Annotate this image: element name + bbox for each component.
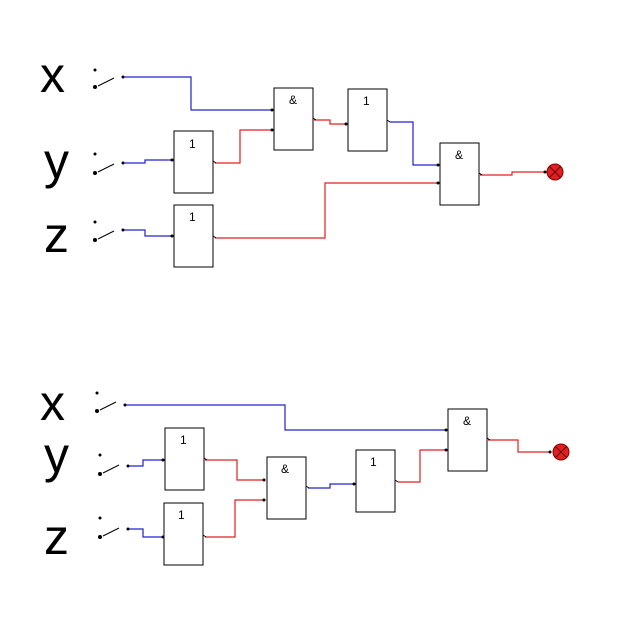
wire-and1-to-not2	[314, 119, 346, 125]
gate-symbol: 1	[180, 433, 187, 447]
wire-noty-to-and1	[215, 129, 272, 164]
switch-x[interactable]	[95, 391, 127, 414]
circuit-bottom: x y z	[40, 375, 570, 566]
gate-symbol: 1	[370, 455, 377, 469]
input-label-y: y	[44, 133, 69, 189]
inversion-markers	[161, 428, 491, 539]
gate-symbol: &	[455, 148, 463, 162]
and-gate-1	[266, 456, 307, 520]
gate-symbol: 1	[178, 508, 185, 522]
wire-andout-to-lamp	[480, 171, 545, 176]
gate-symbol: &	[281, 462, 289, 476]
wire-andout-to-lamp	[488, 439, 550, 453]
wire-y-to-not	[124, 159, 172, 164]
wire-z-to-not	[124, 229, 172, 237]
wire-not2-to-andout	[398, 449, 446, 483]
wire-not2-to-andout	[390, 121, 438, 166]
wire-notz-to-and1	[205, 499, 264, 538]
circuit-top: x y z	[40, 47, 564, 268]
input-label-y: y	[44, 427, 69, 483]
inversion-markers	[170, 108, 483, 239]
gate-symbol: 1	[189, 137, 196, 151]
wire-y-to-not	[129, 459, 163, 467]
output-lamp	[543, 163, 564, 181]
wire-noty-to-and1	[205, 459, 264, 481]
wire-and1-to-not2	[308, 483, 354, 489]
switch-y[interactable]	[93, 152, 125, 176]
not-gate-y	[173, 130, 214, 194]
and-gate-output	[439, 142, 480, 206]
input-label-x: x	[40, 47, 65, 103]
not-gate-z	[173, 204, 214, 268]
gate-symbol: 1	[363, 94, 370, 108]
wire-z-to-not	[129, 528, 163, 538]
wire-notz-to-andout	[215, 182, 438, 239]
and-gate-1	[273, 87, 314, 151]
gate-symbol: &	[463, 414, 471, 428]
switch-y[interactable]	[98, 453, 130, 477]
input-label-x: x	[40, 375, 65, 431]
switch-x[interactable]	[93, 68, 125, 90]
wire-x-to-and1	[124, 76, 272, 111]
output-lamp	[548, 443, 570, 461]
switch-z[interactable]	[98, 516, 130, 540]
gate-symbol: &	[289, 93, 297, 107]
input-label-z: z	[44, 207, 69, 263]
input-label-z: z	[44, 509, 69, 565]
gate-symbol: 1	[189, 210, 196, 224]
not-gate-z	[163, 502, 204, 566]
switch-z[interactable]	[93, 220, 125, 243]
wire-x-to-andout	[126, 404, 446, 431]
not-gate-2	[355, 449, 396, 513]
and-gate-output	[447, 408, 488, 472]
not-gate-y	[164, 427, 205, 491]
